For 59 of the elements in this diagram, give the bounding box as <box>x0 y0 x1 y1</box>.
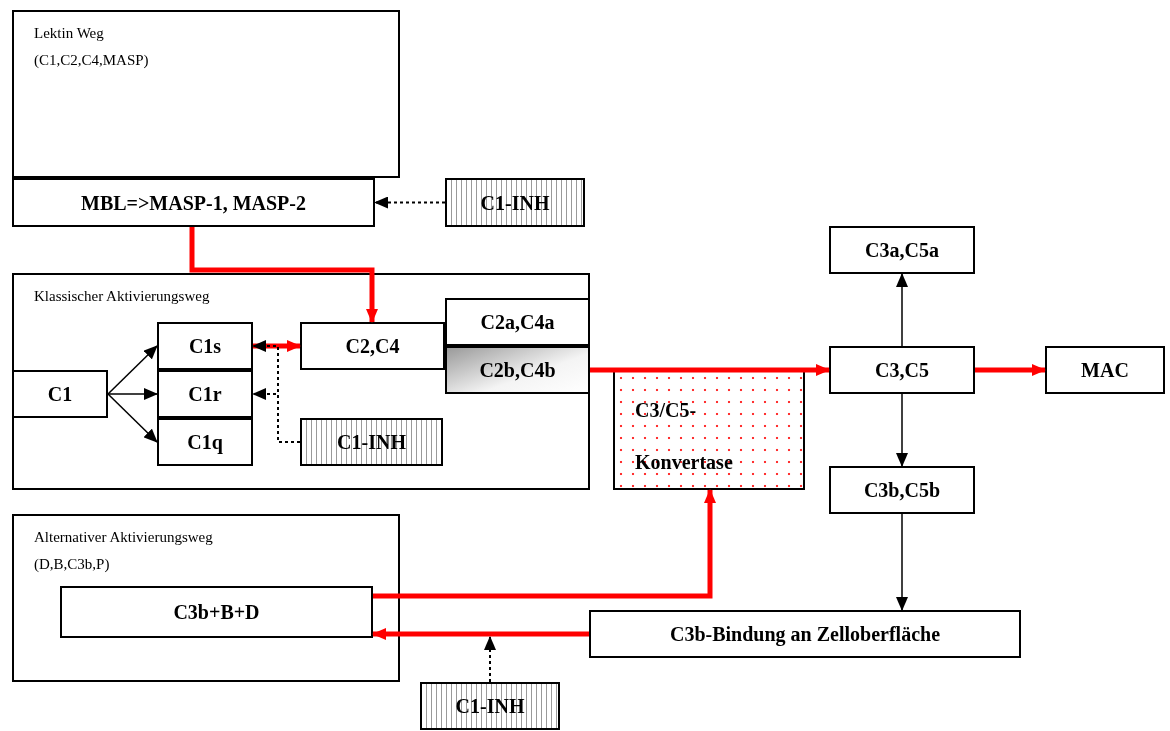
process-box <box>157 418 253 466</box>
arrow <box>373 489 716 599</box>
arrow <box>590 364 830 376</box>
arrow <box>896 273 908 347</box>
process-box <box>829 466 975 514</box>
node-label: C1-INH <box>455 694 525 719</box>
arrow <box>896 513 908 611</box>
arrow <box>107 393 158 443</box>
node-label: C3a,C5a <box>865 238 939 263</box>
node-label: C1-INH <box>337 430 406 455</box>
pathway-label: Alternativer Aktivierungsweg <box>34 528 213 547</box>
process-box <box>445 298 590 346</box>
process-box <box>613 370 805 490</box>
arrow <box>896 393 908 467</box>
node-label: C3,C5 <box>875 358 929 383</box>
process-box <box>829 346 975 394</box>
process-box <box>157 370 253 418</box>
pathway-box <box>12 514 400 682</box>
process-box <box>445 178 585 227</box>
node-label: C2b,C4b <box>479 358 556 383</box>
pathway-label: (C1,C2,C4,MASP) <box>34 50 149 70</box>
process-box <box>445 346 590 394</box>
pathway-box <box>12 10 400 178</box>
node-label: MAC <box>1081 358 1129 383</box>
dotted-arrow <box>484 636 496 683</box>
node-label: C1 <box>47 382 73 407</box>
dotted-arrow <box>374 196 446 209</box>
node-label: C1-INH <box>480 190 550 216</box>
arrow <box>975 364 1046 376</box>
process-box <box>420 682 560 730</box>
process-box <box>589 610 1021 658</box>
process-box <box>300 322 445 370</box>
node-label: C1q <box>187 430 223 456</box>
process-box <box>157 322 253 370</box>
node-label: C2,C4 <box>345 334 400 359</box>
arrow <box>189 227 378 323</box>
process-box <box>60 586 373 638</box>
arrow <box>253 340 301 352</box>
process-box <box>12 370 108 418</box>
node-label: C3b+B+D <box>173 600 260 625</box>
dotted-arrow <box>252 388 301 443</box>
node-label: C1s <box>188 334 222 359</box>
node-label: C2a,C4a <box>480 310 555 335</box>
node-label: C3b,C5b <box>863 478 941 503</box>
arrow <box>372 628 589 640</box>
node-label: C3b-Bindung an Zelloberfläche <box>669 622 940 648</box>
node-label: C1r <box>188 382 222 407</box>
node-label: C3/C5-Konvertase <box>635 398 734 475</box>
node-label: MBL=>MASP-1, MASP-2 <box>81 190 306 216</box>
pathway-label: Lektin Weg <box>34 24 104 43</box>
pathway-label: (D,B,C3b,P) <box>34 554 110 574</box>
process-box <box>12 178 375 227</box>
pathway-label: Klassischer Aktivierungsweg <box>34 287 210 306</box>
pathway-box <box>12 273 590 490</box>
process-box <box>300 418 443 466</box>
arrow <box>107 388 158 400</box>
process-box <box>1045 346 1165 394</box>
arrow <box>107 345 158 395</box>
process-box <box>829 226 975 274</box>
